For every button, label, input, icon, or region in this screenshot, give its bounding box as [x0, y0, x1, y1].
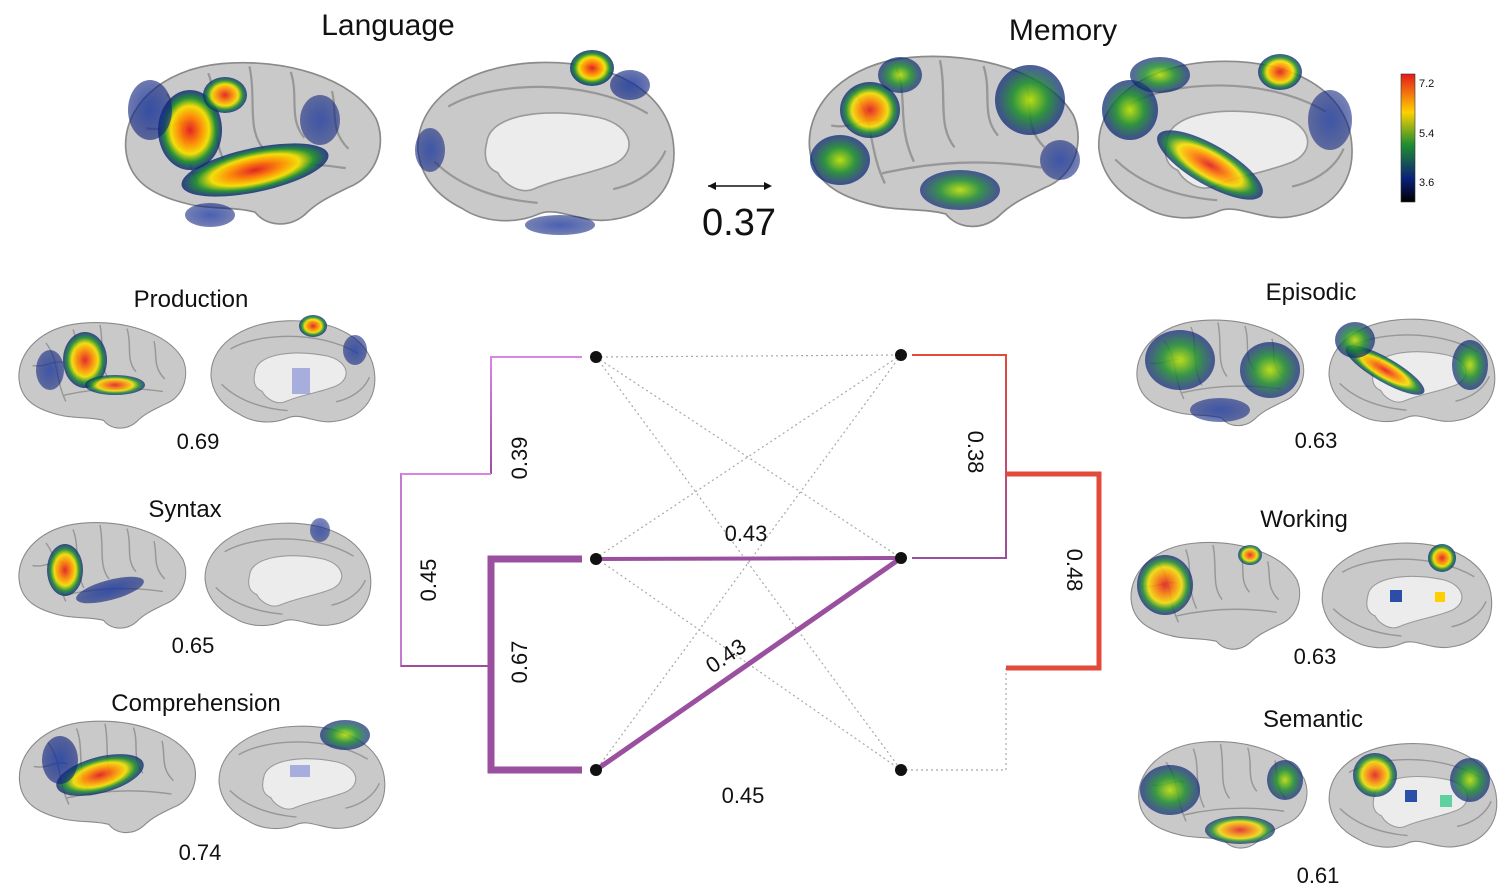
left-inner-bottom-bracket: [487, 555, 582, 774]
dotted-edges: [595, 354, 1007, 771]
overall-correlation-value: 0.37: [702, 202, 776, 244]
edge-mid-horizontal: [595, 556, 902, 561]
label-right-inner: 0.38: [963, 431, 988, 474]
memory-lateral-brain: [808, 55, 1080, 228]
memory-medial-brain: [1097, 54, 1354, 220]
network-diagram: 0.39 0.45 0.67 0.38 0.48 0.43 0.43 0.45: [400, 349, 1102, 808]
node-language-syntax: [590, 553, 602, 565]
production-value: 0.69: [177, 429, 220, 454]
episodic-title: Episodic: [1266, 279, 1357, 306]
colorbar-tick-max: 7.2: [1419, 78, 1434, 90]
working-brains: [1130, 541, 1493, 651]
semantic-brains: [1137, 740, 1498, 849]
comprehension-title: Comprehension: [111, 690, 280, 717]
left-outer-bracket: [400, 473, 491, 667]
language-medial-brain: [415, 50, 676, 235]
colorbar-tick-mid: 5.4: [1419, 128, 1434, 140]
label-right-outer: 0.48: [1062, 549, 1087, 592]
right-outer-bracket: [1006, 471, 1102, 671]
label-left-inner-top: 0.39: [507, 437, 532, 480]
overall-correlation-arrow: [708, 182, 772, 190]
production-brains: [18, 315, 376, 429]
syntax-title: Syntax: [148, 496, 221, 523]
working-title: Working: [1260, 506, 1348, 533]
node-memory-working: [895, 552, 907, 564]
memory-title: Memory: [1009, 14, 1117, 47]
comprehension-value: 0.74: [179, 840, 222, 865]
node-memory-semantic: [895, 764, 907, 776]
language-lateral-brain: [124, 61, 382, 227]
right-inner-bracket: [912, 354, 1007, 559]
colorbar: 7.2 5.4 3.6: [1400, 73, 1434, 203]
language-title: Language: [321, 9, 454, 42]
working-value: 0.63: [1294, 644, 1337, 669]
node-language-production: [590, 351, 602, 363]
episodic-brains: [1136, 318, 1496, 427]
label-edge-mid-horizontal: 0.43: [725, 521, 768, 546]
syntax-brains: [18, 518, 372, 629]
semantic-value: 0.61: [1297, 863, 1340, 887]
node-language-comprehension: [590, 764, 602, 776]
semantic-title: Semantic: [1263, 706, 1363, 733]
node-memory-episodic: [895, 349, 907, 361]
label-edge-diagonal: 0.43: [701, 633, 750, 678]
comprehension-brains: [18, 720, 386, 834]
syntax-value: 0.65: [172, 633, 215, 658]
left-inner-top-bracket: [490, 356, 582, 474]
production-title: Production: [134, 286, 249, 313]
edge-diagonal: [594, 555, 903, 773]
label-edge-bottom-horizontal: 0.45: [722, 783, 765, 808]
label-left-inner-bottom: 0.67: [507, 641, 532, 684]
label-left-outer: 0.45: [416, 559, 441, 602]
colorbar-tick-min: 3.6: [1419, 177, 1434, 189]
episodic-value: 0.63: [1295, 428, 1338, 453]
